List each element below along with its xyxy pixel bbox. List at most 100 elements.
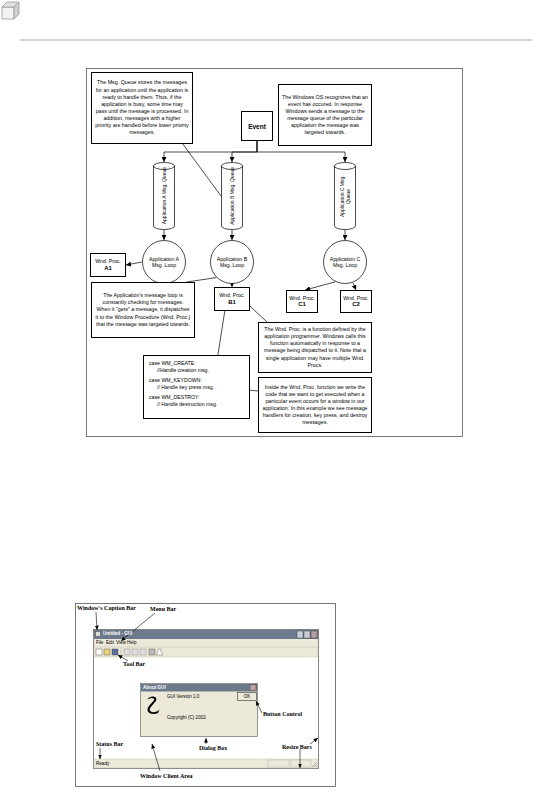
wndproc-label: Wnd. Proc.	[289, 295, 315, 301]
loop-label: Application A Msg. Loop	[146, 256, 182, 269]
callout-text: The Windows OS recognizes that an event …	[279, 91, 371, 140]
wndproc-id: C2	[352, 301, 360, 308]
cylinder-body	[335, 163, 356, 230]
menu-item: Help	[127, 641, 136, 646]
wndproc-box: Wnd. Proc.C2	[340, 290, 372, 313]
callout-box: The Windows OS recognizes that an event …	[278, 84, 372, 146]
app-logo	[147, 696, 160, 714]
code-comment: //Handle creation msg.	[149, 367, 209, 374]
event-box: Event	[241, 111, 273, 141]
callout-text: The Wnd. Proc. is a function defined by …	[259, 323, 371, 372]
loop-circle: Application A Msg. Loop	[142, 240, 186, 284]
menu-item: Edit	[106, 641, 114, 646]
wndproc-id: A1	[104, 265, 112, 272]
leader-line	[152, 744, 160, 771]
cube-side	[14, 2, 19, 19]
queue-label: Application A Msg. Queue	[161, 167, 167, 224]
wndproc-label: Wnd. Proc.	[343, 295, 369, 301]
status-bar	[94, 759, 318, 768]
code-case: case WM_DESTROY:	[149, 394, 200, 401]
status-pane	[291, 760, 311, 767]
tool-bar	[94, 647, 318, 657]
flow-arrow	[164, 230, 165, 240]
wndproc-label: Wnd. Proc.	[95, 258, 121, 264]
toolbar-icon	[96, 649, 102, 655]
caption-bar	[94, 630, 318, 639]
event-label: Event	[248, 123, 266, 130]
leader-line	[96, 612, 97, 630]
cylinder-body	[222, 163, 243, 230]
toolbar-icon	[140, 649, 146, 655]
wndproc-box: Wnd. Proc.B1	[214, 287, 250, 311]
dialog-title: About GUI	[143, 686, 166, 691]
dialog-caption	[141, 684, 257, 692]
menu-item: View	[116, 641, 126, 646]
loop-label: Application C Msg. Loop	[327, 256, 363, 269]
callout-label: Status Bar	[96, 741, 123, 747]
code-comment: // Handle key press msg.	[149, 384, 214, 391]
leader-line	[218, 311, 225, 355]
toolbar-icon	[124, 649, 130, 655]
minimize-button	[297, 631, 303, 638]
queue-cylinder: Application B Msg. Queue	[221, 162, 243, 230]
leader-line	[118, 655, 128, 661]
callout-label: Window Client Area	[140, 773, 192, 779]
figure-frame	[76, 604, 336, 787]
cube-front	[2, 7, 14, 19]
callout-box: The Msg. Queue stores the messages for a…	[91, 72, 193, 144]
wndproc-label: Wnd. Proc.	[219, 292, 245, 298]
leader-line	[300, 749, 301, 768]
callout-label: Button Control	[263, 711, 302, 717]
leader-line	[121, 613, 155, 641]
status-pane	[268, 760, 289, 767]
loop-circle: Application B Msg. Loop	[210, 240, 254, 284]
flow-arrow	[345, 230, 346, 240]
leader-line	[206, 738, 207, 744]
leader-line	[256, 701, 262, 713]
menu-item: File	[96, 641, 103, 646]
callout-box: The Application's message loop is consta…	[91, 282, 195, 338]
flow-arrow	[232, 230, 233, 240]
flow-arrow	[305, 282, 335, 290]
window-frame	[94, 630, 319, 769]
flow-arrow	[232, 141, 257, 162]
callout-text: Inside the Wnd. Proc. function we write …	[259, 381, 371, 430]
toolbar-separator	[121, 649, 122, 657]
leader-line	[250, 306, 267, 322]
callout-label: Menu Bar	[150, 606, 176, 612]
cylinder-rim	[335, 166, 356, 170]
close-button	[250, 685, 256, 691]
circle-shape	[211, 241, 254, 284]
callout-label: Dialog Box	[199, 745, 227, 751]
leader-line	[250, 390, 258, 392]
code-comment: // Handle destruction msg.	[149, 401, 217, 408]
maximize-button	[304, 631, 310, 638]
cylinder-body	[154, 163, 175, 230]
header-rule	[20, 39, 532, 40]
toolbar-icon	[156, 649, 163, 655]
ok-button	[238, 693, 257, 701]
leader-line	[310, 738, 318, 744]
status-text: Ready	[96, 762, 109, 767]
leader-line	[183, 144, 221, 196]
loop-label: Application B Msg. Loop	[214, 256, 250, 269]
circle-shape	[324, 241, 367, 284]
callout-box: The Wnd. Proc. is a function defined by …	[258, 322, 372, 373]
callout-box: Inside the Wnd. Proc. function we write …	[258, 377, 372, 433]
resize-grip	[312, 762, 317, 767]
wndproc-id: B1	[228, 299, 236, 306]
toolbar-icon	[104, 649, 110, 655]
wndproc-box: Wnd. Proc.A1	[90, 253, 126, 277]
window-icon	[96, 632, 101, 637]
toolbar-icon	[112, 649, 118, 655]
queue-cylinder: Application A Msg. Queue	[153, 162, 175, 230]
callout-text: The Application's message loop is consta…	[92, 289, 194, 331]
button-label: OK	[238, 695, 257, 700]
queue-label: Application B Msg. Queue	[229, 167, 235, 225]
code-case: case WM_CREATE:	[149, 360, 196, 367]
menu-bar	[94, 639, 318, 647]
callout-label: Tool Bar	[123, 661, 145, 667]
window-title: Untitled - GUI	[103, 632, 132, 637]
wndproc-box: Wnd. Proc.C1	[286, 290, 318, 313]
